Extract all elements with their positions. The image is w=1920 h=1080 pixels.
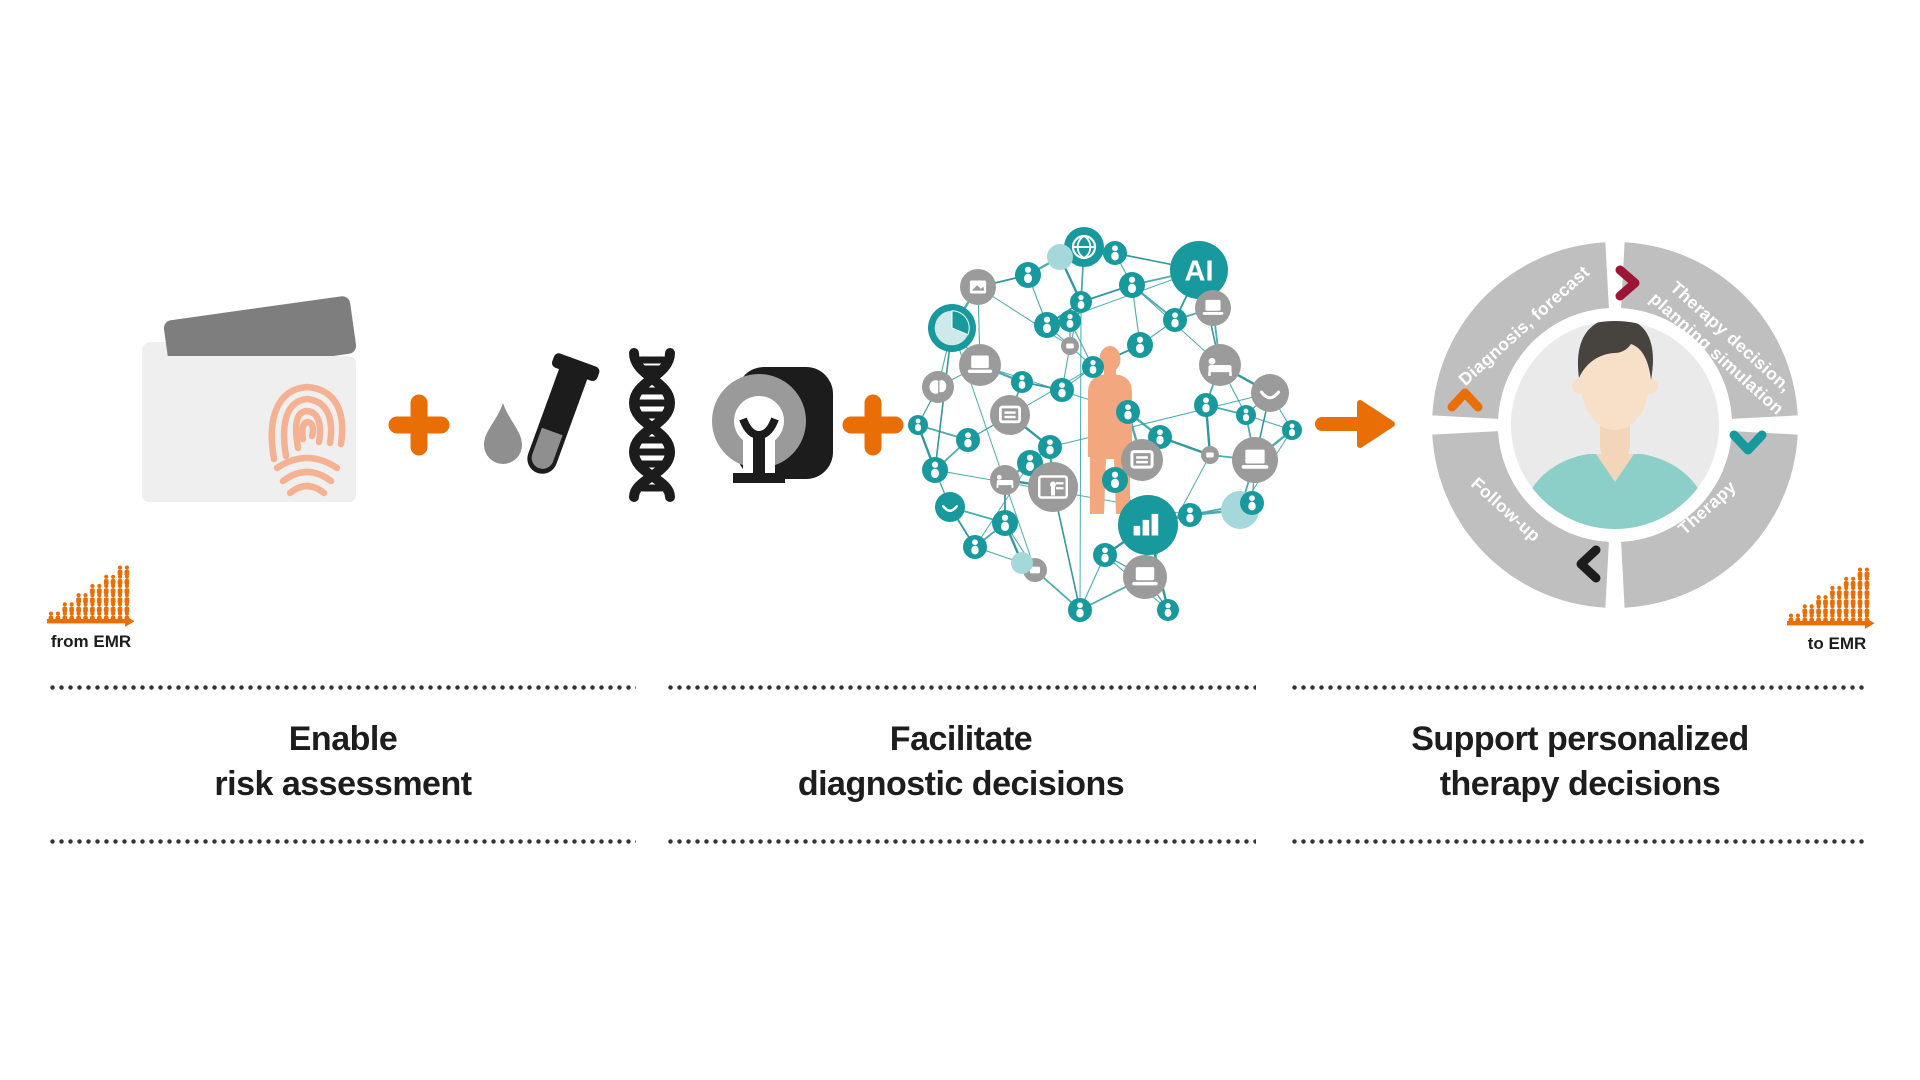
network-node-person [1236, 405, 1256, 425]
network-node-person [1116, 400, 1140, 424]
network-node-person [1178, 503, 1202, 527]
network-node-person [956, 428, 980, 452]
caption-line: diagnostic decisions [797, 765, 1125, 803]
ai-network-sphere: AI [908, 227, 1302, 622]
network-node-person [1240, 491, 1264, 515]
network-node-person [908, 415, 928, 435]
fingerprint-icon [268, 383, 346, 497]
network-node-person [1011, 371, 1033, 393]
network-node-face [935, 492, 965, 522]
patient-figure [1088, 346, 1132, 514]
caption-line: risk assessment [214, 765, 472, 803]
cycle-quadrant-follow-up [1432, 431, 1609, 608]
network-node-img [960, 269, 996, 305]
dotted-divider [48, 685, 636, 690]
cycle-chevron-down-icon [1729, 430, 1767, 455]
network-node-bed [1199, 344, 1241, 386]
plus-icon [842, 394, 904, 456]
patient-record-folder-icon [142, 296, 357, 502]
caption-line: Facilitate [889, 720, 1033, 758]
avatar-hair [1577, 321, 1653, 380]
network-node-person [1163, 308, 1187, 332]
ai-badge-label: AI [1185, 255, 1214, 287]
network-node-person [1102, 467, 1128, 493]
network-node-person [1050, 378, 1074, 402]
network-node-person [1015, 262, 1041, 288]
network-node-person [1282, 420, 1302, 440]
network-node-person [1082, 356, 1104, 378]
blood-drop-icon [484, 403, 522, 464]
dna-icon [628, 348, 676, 502]
network-node-chart [1118, 495, 1178, 555]
cycle-chevron-left-icon [1576, 545, 1601, 583]
caption-therapy-decisions: Support personalized therapy decisions [1280, 717, 1880, 807]
network-node-person [1068, 598, 1092, 622]
network-node-person [1070, 291, 1092, 313]
network-node-mini [1061, 337, 1079, 355]
network-node-plain [1047, 244, 1073, 270]
caption-diagnostic-decisions: Facilitate diagnostic decisions [661, 717, 1261, 807]
arrow-right-icon [1315, 400, 1395, 448]
cycle-quadrant-therapy-decision [1621, 242, 1798, 419]
dotted-divider [666, 685, 1256, 690]
network-node-laptop [959, 344, 1001, 386]
network-node-mini [1201, 446, 1219, 464]
dotted-divider [666, 839, 1256, 844]
caption-risk-assessment: Enable risk assessment [43, 717, 643, 807]
network-node-person [1127, 332, 1153, 358]
cycle-chevron-right-icon [1615, 265, 1640, 301]
cycle-quadrant-therapy [1621, 431, 1798, 608]
network-node-laptop [1232, 437, 1278, 483]
network-nodes: AI [908, 227, 1302, 622]
network-node-globe [1064, 227, 1104, 267]
network-node-plain [1011, 552, 1033, 574]
network-node-person [1103, 241, 1127, 265]
folder-front [142, 356, 356, 502]
plus-icon [388, 394, 450, 456]
therapy-cycle-diagram: Diagnosis, forecast Therapy decision, pl… [1432, 242, 1798, 608]
network-node-person [963, 535, 987, 559]
network-node-xray [1028, 462, 1078, 512]
from-emr-label: from EMR [50, 632, 132, 651]
network-node-person [922, 457, 948, 483]
ct-scanner-icon [712, 367, 833, 483]
test-tube-icon [527, 353, 600, 474]
network-node-bed [990, 465, 1020, 495]
avatar-collar [1596, 454, 1634, 482]
network-node-ai: AI [1170, 241, 1228, 299]
dotted-divider [1290, 685, 1864, 690]
caption-line: Enable [288, 720, 398, 758]
network-node-monitor [990, 395, 1030, 435]
dotted-divider [1290, 839, 1864, 844]
population-growth-icon [1787, 567, 1875, 629]
caption-line: Support personalized [1411, 720, 1749, 758]
caption-line: therapy decisions [1439, 765, 1721, 803]
network-node-pie [928, 304, 976, 352]
doctor-avatar [1518, 321, 1712, 529]
network-node-person [1093, 543, 1117, 567]
dotted-divider [48, 839, 636, 844]
cycle-chevron-up-icon [1447, 388, 1483, 412]
network-node-laptop [1123, 555, 1167, 599]
network-node-person [1034, 312, 1060, 338]
network-node-person [1059, 310, 1081, 332]
network-node-person [1119, 272, 1145, 298]
avatar-scrub-top [1518, 454, 1712, 529]
to-emr-label: to EMR [1807, 634, 1867, 653]
network-node-person [1038, 435, 1062, 459]
network-node-person [992, 510, 1018, 536]
network-node-face [1251, 374, 1289, 412]
network-node-person [1157, 599, 1179, 621]
network-node-monitor [1121, 439, 1163, 481]
cycle-quadrant-diagnosis [1432, 242, 1609, 419]
network-node-person [1194, 393, 1218, 417]
population-growth-icon [47, 565, 135, 627]
network-node-brain [922, 371, 954, 403]
network-node-laptop [1195, 290, 1231, 326]
